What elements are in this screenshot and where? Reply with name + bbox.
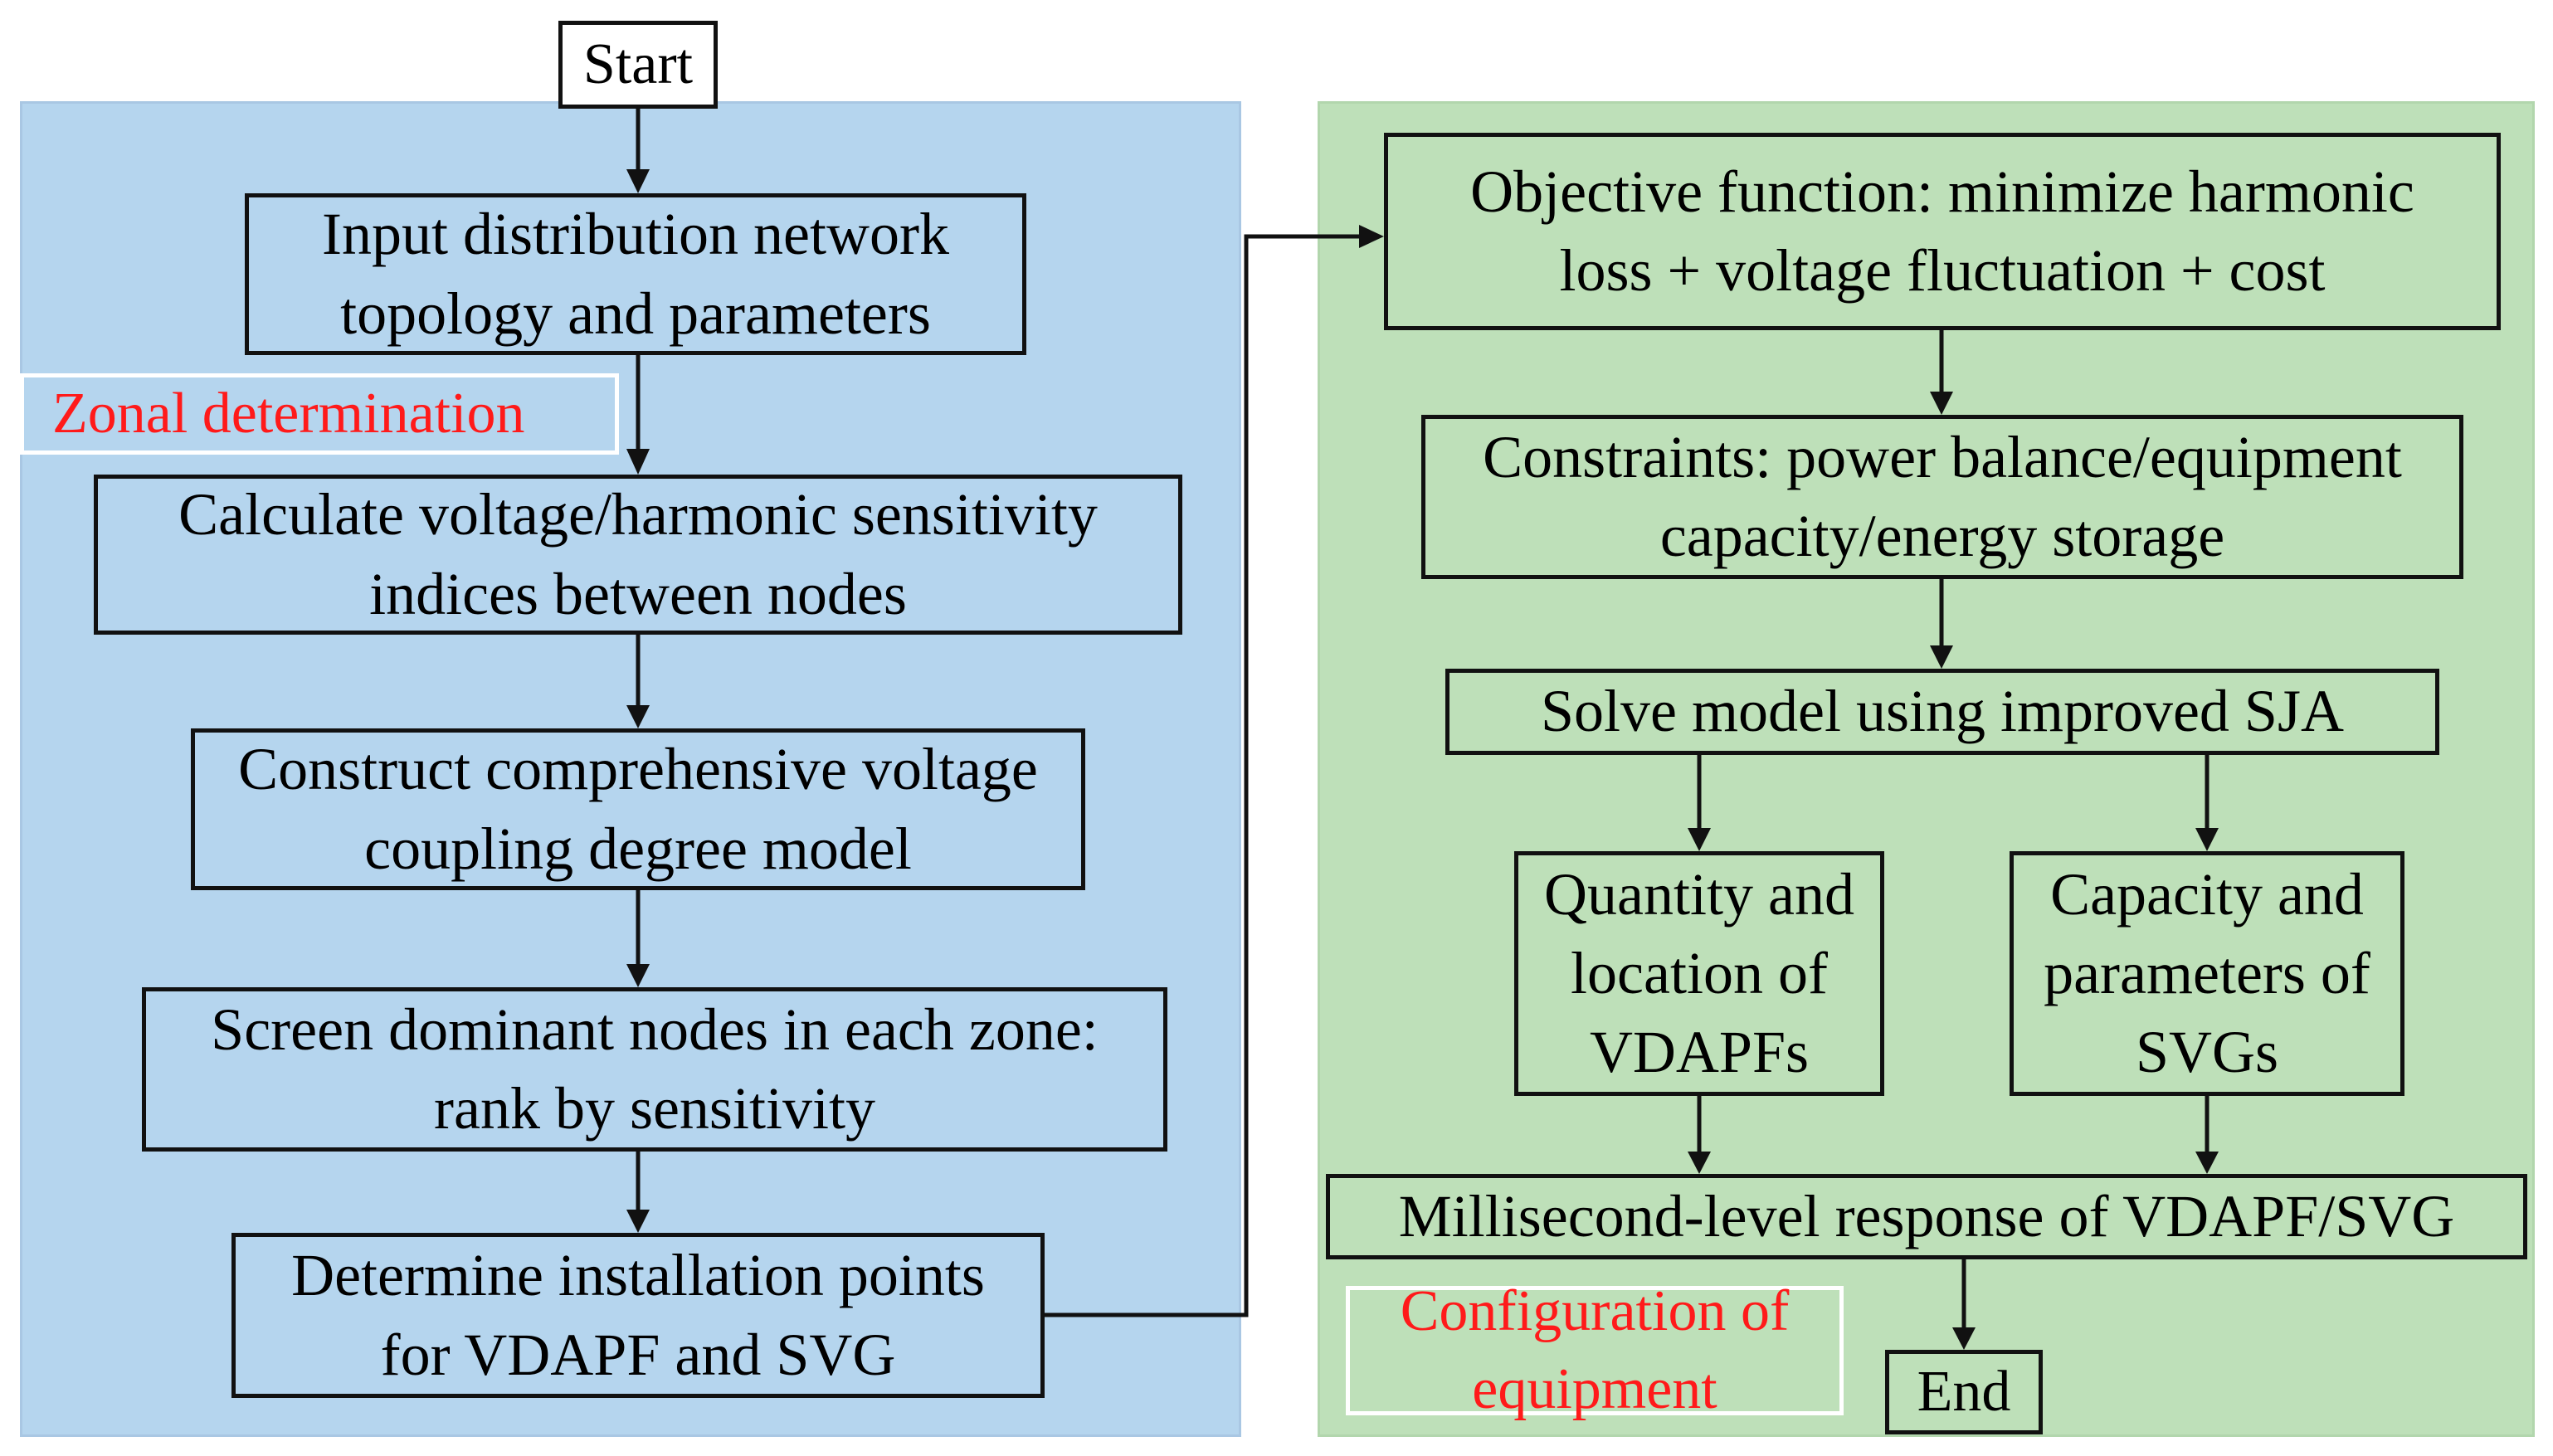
dominant-nodes-step: Screen dominant nodes in each zone: rank… (142, 987, 1167, 1152)
coupling-model-step: Construct comprehensive voltage coupling… (191, 728, 1085, 890)
millisecond-response-step: Millisecond-level response of VDAPF/SVG (1326, 1174, 2527, 1259)
sensitivity-indices-step: Calculate voltage/harmonic sensitivity i… (94, 475, 1182, 635)
svg-capacity-parameters-step: Capacity and parameters of SVGs (2010, 851, 2404, 1096)
end-node: End (1885, 1350, 2043, 1434)
input-topology-step: Input distribution network topology and … (245, 193, 1026, 355)
constraints-step: Constraints: power balance/equipment cap… (1421, 415, 2463, 579)
zonal-determination-label: Zonal determination (20, 373, 619, 455)
vdapf-quantity-location-step: Quantity and location of VDAPFs (1514, 851, 1884, 1096)
equipment-configuration-panel (1318, 101, 2535, 1437)
start-node: Start (558, 21, 718, 109)
arrow-installation-to-objective (1045, 234, 1361, 1317)
configuration-label: Configuration of equipment (1346, 1279, 1844, 1421)
objective-function-step: Objective function: minimize harmonic lo… (1384, 133, 2501, 330)
installation-points-step: Determine installation points for VDAPF … (231, 1233, 1045, 1398)
solve-model-step: Solve model using improved SJA (1445, 669, 2439, 755)
